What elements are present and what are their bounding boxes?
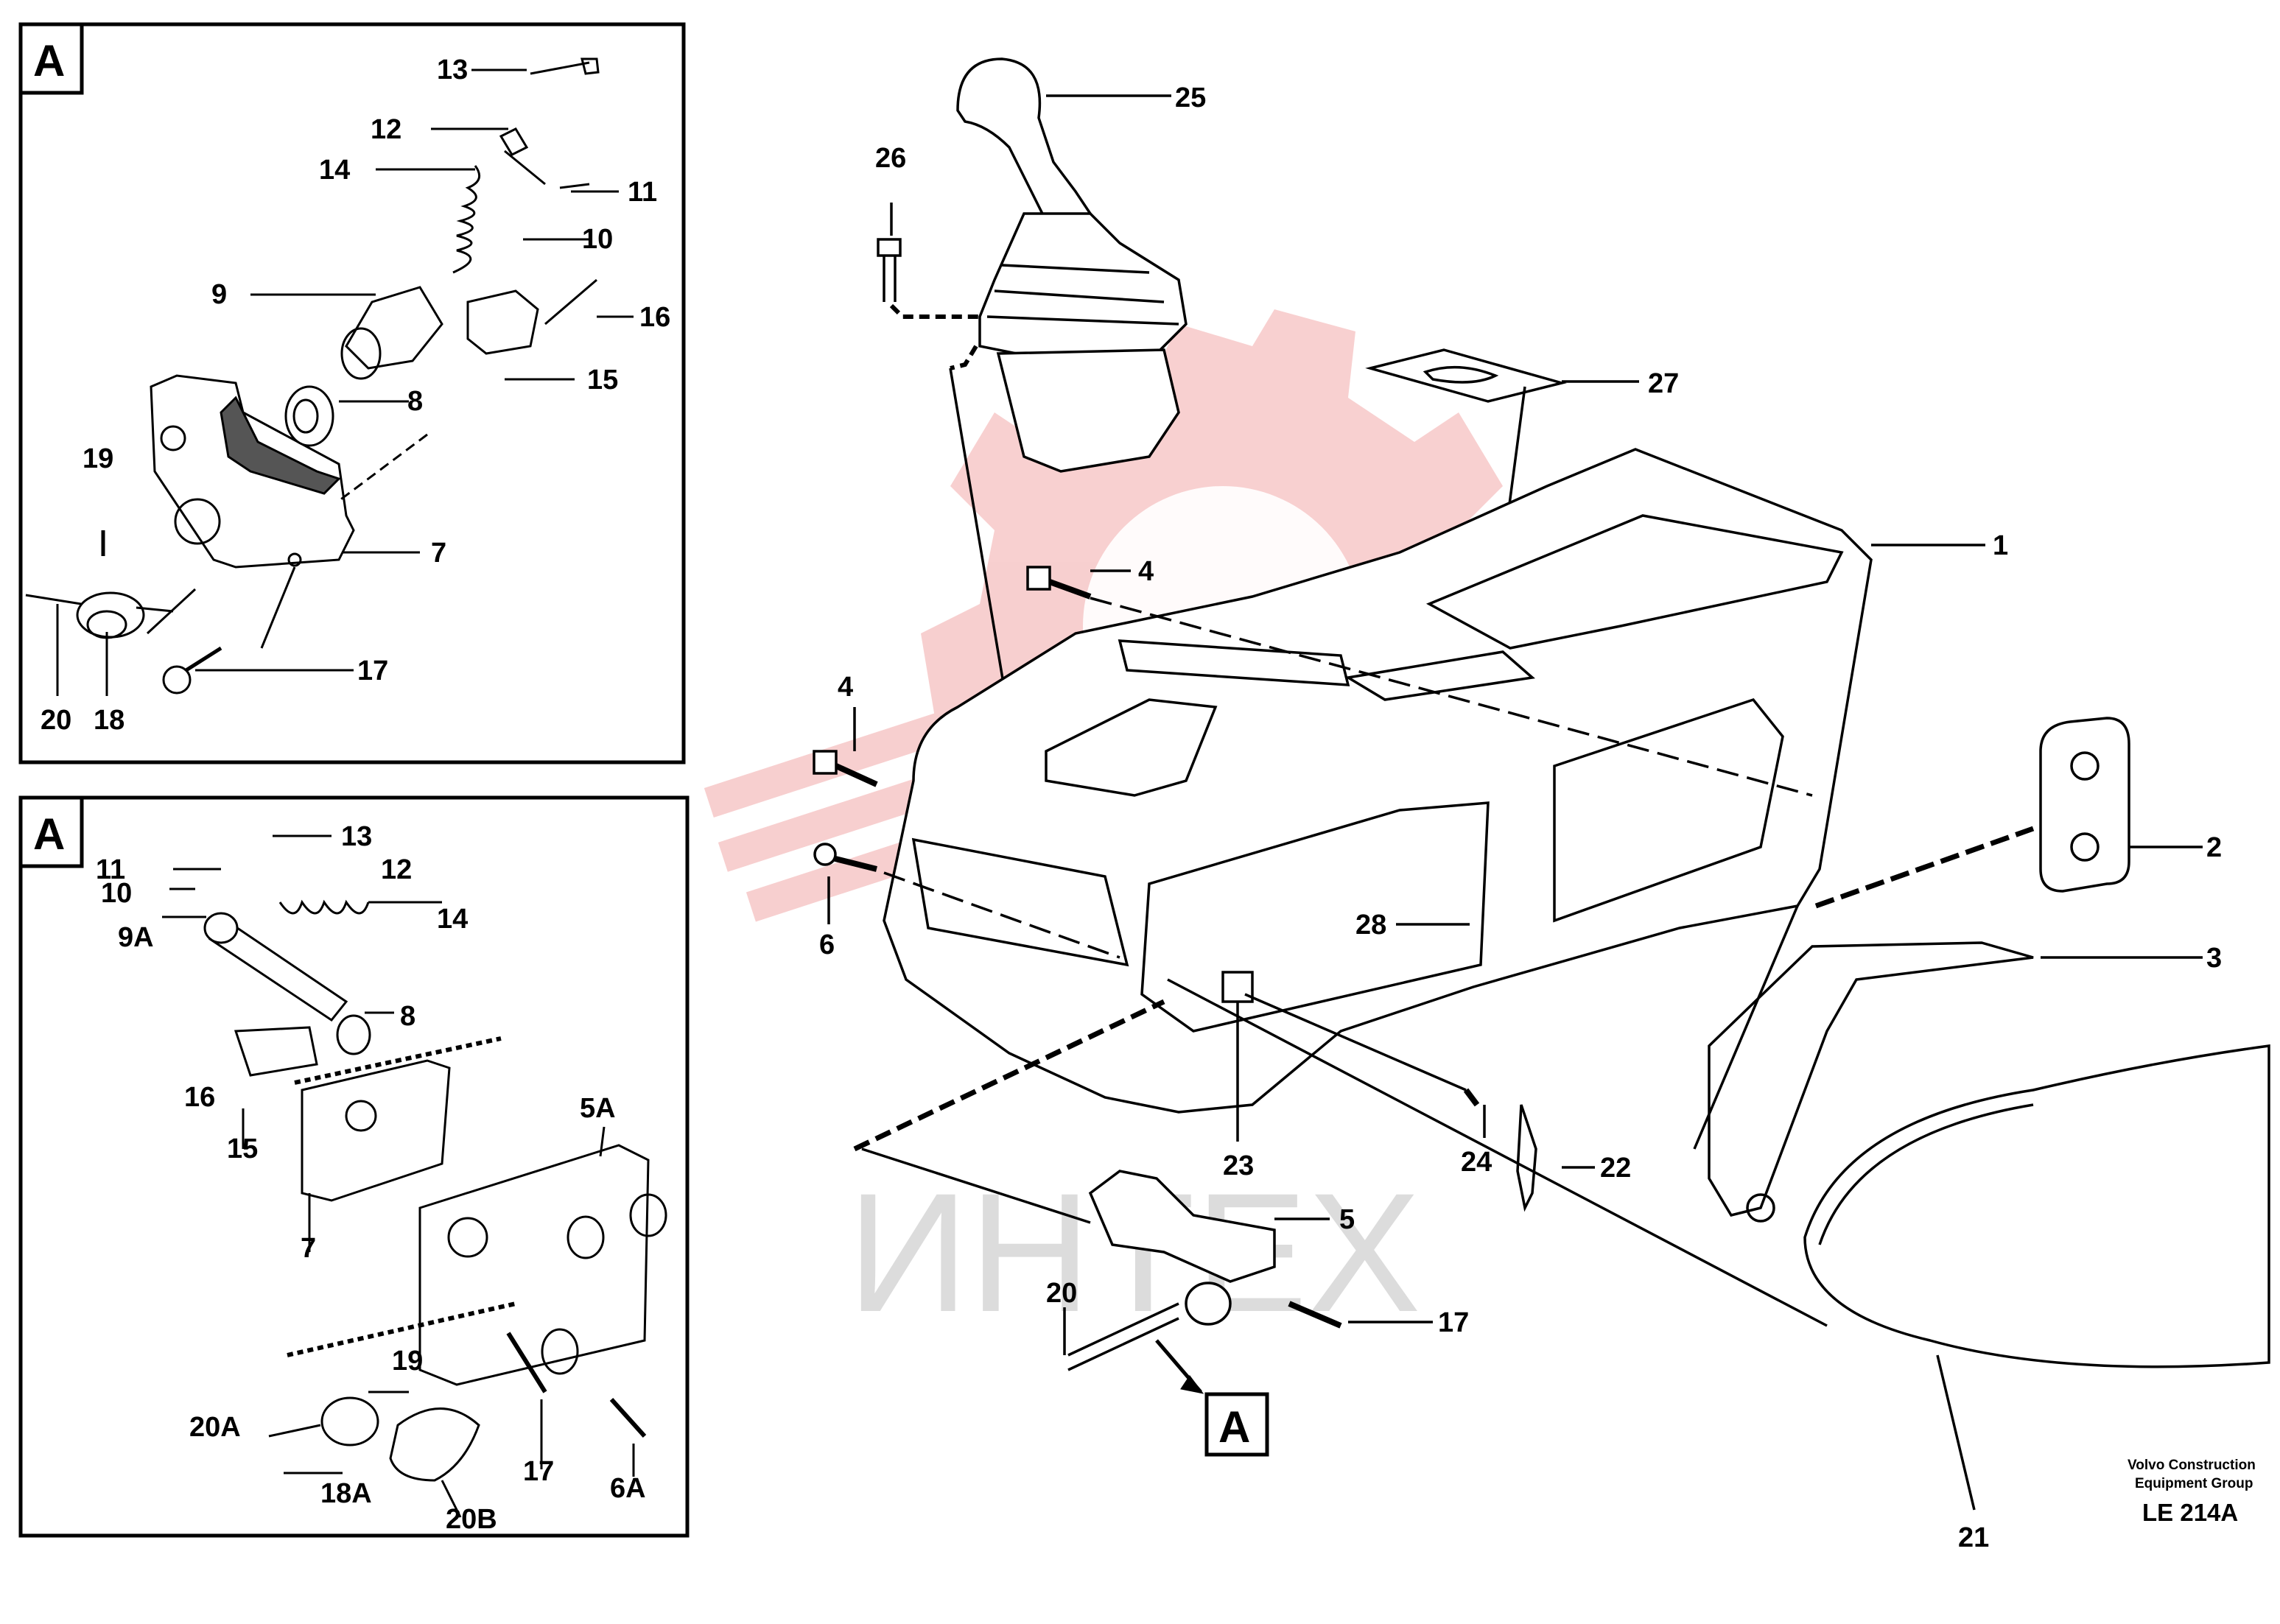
switch-bracket bbox=[1088, 1170, 1276, 1283]
callout-bottom-9A: 9A bbox=[118, 922, 154, 953]
callout-top-15: 15 bbox=[587, 365, 618, 396]
callout-bottom-20A: 20A bbox=[189, 1412, 241, 1443]
callout-top-19: 19 bbox=[83, 443, 113, 474]
callout-bottom-15: 15 bbox=[227, 1133, 258, 1164]
callout-bottom-5A: 5A bbox=[580, 1093, 616, 1124]
callout-main-21: 21 bbox=[1958, 1522, 1989, 1553]
inset-bottom-frame bbox=[18, 795, 690, 1538]
detail-badge: A bbox=[1218, 1402, 1250, 1452]
callout-bottom-10: 10 bbox=[101, 878, 132, 909]
credit-line-1: Volvo Construction bbox=[2128, 1458, 2256, 1473]
inset-bottom-badge: A bbox=[33, 809, 65, 859]
cover-plate bbox=[1365, 348, 1567, 403]
bracket-plate bbox=[2039, 717, 2130, 893]
callout-top-11: 11 bbox=[628, 177, 657, 208]
callout-top-17: 17 bbox=[357, 655, 388, 686]
credit-line-2: Equipment Group bbox=[2135, 1476, 2253, 1491]
callout-top-7: 7 bbox=[431, 538, 446, 569]
main-assembly bbox=[813, 57, 2270, 1511]
callout-bottom-20B: 20B bbox=[446, 1504, 497, 1535]
callout-bottom-18A: 18A bbox=[320, 1478, 372, 1509]
callout-bottom-12: 12 bbox=[381, 854, 412, 885]
callout-top-20: 20 bbox=[41, 705, 71, 736]
callout-bottom-6A: 6A bbox=[610, 1473, 646, 1504]
callout-top-9: 9 bbox=[211, 279, 227, 310]
callout-bottom-14: 14 bbox=[437, 904, 468, 935]
inset-top-badge-box bbox=[18, 22, 84, 95]
drawing-code: LE 214A bbox=[2142, 1499, 2238, 1526]
callout-bottom-16: 16 bbox=[184, 1082, 215, 1113]
joystick-boot bbox=[978, 212, 1188, 362]
callout-top-16: 16 bbox=[639, 302, 670, 333]
callout-bottom-11: 11 bbox=[96, 854, 125, 885]
callout-main-24: 24 bbox=[1461, 1147, 1492, 1178]
callout-bottom-8: 8 bbox=[400, 1001, 415, 1032]
callout-main-3: 3 bbox=[2206, 943, 2222, 974]
inset-bottom-badge-box bbox=[18, 795, 84, 868]
mounting-bracket bbox=[1708, 941, 2034, 1217]
inset-top bbox=[18, 22, 686, 764]
callout-main-23: 23 bbox=[1223, 1150, 1254, 1181]
callout-main-1: 1 bbox=[1993, 530, 2008, 561]
callout-top-10: 10 bbox=[582, 224, 613, 255]
callout-main-26: 26 bbox=[875, 143, 906, 174]
callout-main-2: 2 bbox=[2206, 832, 2222, 863]
callout-top-12: 12 bbox=[371, 114, 401, 145]
joystick-base bbox=[996, 348, 1180, 473]
callout-top-14: 14 bbox=[319, 155, 350, 186]
console-body bbox=[883, 448, 1873, 1114]
callout-main-28: 28 bbox=[1355, 910, 1386, 941]
callout-bottom-19: 19 bbox=[392, 1346, 423, 1377]
callout-top-13: 13 bbox=[437, 55, 468, 85]
inset-top-frame bbox=[18, 22, 686, 764]
callout-top-18: 18 bbox=[94, 705, 124, 736]
callout-main-27: 27 bbox=[1648, 368, 1679, 399]
callout-main-4b: 4 bbox=[838, 672, 853, 703]
callout-main-25: 25 bbox=[1175, 82, 1206, 113]
callout-main-5: 5 bbox=[1339, 1204, 1355, 1235]
callout-main-4a: 4 bbox=[1138, 556, 1154, 587]
callout-top-8: 8 bbox=[407, 386, 423, 417]
callout-main-17: 17 bbox=[1438, 1307, 1469, 1338]
inset-top-badge: A bbox=[33, 36, 65, 85]
callout-main-20: 20 bbox=[1046, 1278, 1077, 1309]
joystick-handle bbox=[956, 57, 1092, 222]
inset-bottom bbox=[18, 795, 690, 1538]
seat-cushion bbox=[1803, 1044, 2270, 1368]
callout-main-22: 22 bbox=[1600, 1153, 1631, 1184]
callout-main-6: 6 bbox=[819, 929, 835, 960]
callout-bottom-7: 7 bbox=[301, 1233, 316, 1264]
detail-badge-box bbox=[1204, 1392, 1269, 1457]
callout-bottom-17: 17 bbox=[523, 1456, 554, 1487]
callout-bottom-13: 13 bbox=[341, 821, 372, 852]
